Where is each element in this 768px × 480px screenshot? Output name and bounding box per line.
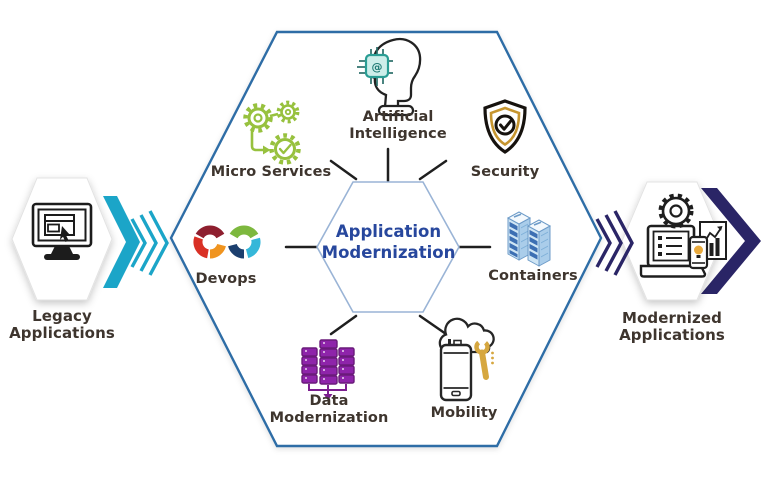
ai-chip-glyph: @ <box>372 61 383 74</box>
navy-arrow-icon <box>701 188 761 294</box>
label-devops: Devops <box>195 271 257 287</box>
modern-apps-laptop-icon <box>639 193 727 278</box>
devops-infinity-icon <box>193 225 261 259</box>
label-legacy-applications: Legacy Applications <box>9 307 115 342</box>
label-micro-services: Micro Services <box>210 164 332 180</box>
phone-cloud-wrench-icon <box>438 317 495 402</box>
label-containers: Containers <box>488 268 578 284</box>
label-mobility: Mobility <box>430 405 498 421</box>
container-towers-icon <box>506 211 552 267</box>
label-modernized-applications: Modernized Applications <box>619 309 725 344</box>
center-hexagon <box>316 181 460 313</box>
head-chip-icon: @ <box>357 37 422 117</box>
database-servers-icon <box>301 339 355 401</box>
teal-thin-chevrons-icon <box>130 210 169 276</box>
center-title: Application Modernization <box>321 222 456 262</box>
teal-arrow-icon <box>103 196 140 288</box>
navy-thin-chevrons-icon <box>595 210 634 276</box>
label-data-modernization: Data Modernization <box>269 393 389 426</box>
label-artificial-intelligence: Artificial Intelligence <box>349 109 447 142</box>
gears-flow-icon <box>243 100 301 165</box>
connector-lines <box>284 147 492 336</box>
label-security: Security <box>470 164 540 180</box>
shield-check-icon <box>483 99 527 154</box>
desktop-monitor-icon <box>31 202 93 260</box>
